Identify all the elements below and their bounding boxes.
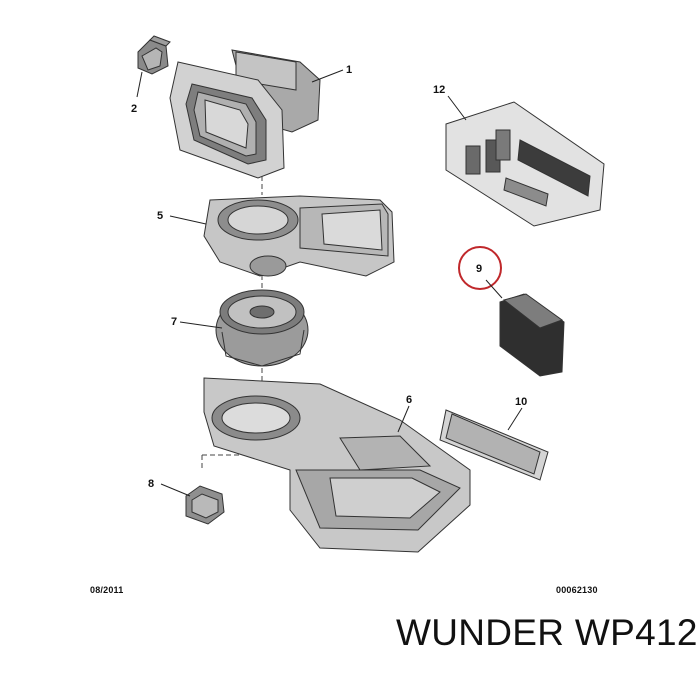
callout-5: 5 [157, 210, 163, 222]
part-5-blower-upper-housing [203, 195, 395, 277]
callout-1: 1 [346, 64, 352, 76]
part-1-intake-housing [169, 49, 321, 179]
exploded-parts-diagram: 1 2 12 5 9 7 6 10 8 [131, 35, 605, 553]
callout-8: 8 [148, 478, 154, 490]
part-10-filter-cover [439, 409, 549, 481]
part-8-resistor [185, 485, 225, 525]
part-6-lower-housing [203, 377, 471, 553]
callout-9: 9 [476, 263, 482, 275]
part-12-filter-kit [445, 101, 605, 227]
callout-12: 12 [433, 84, 445, 96]
leader-lines [136, 69, 523, 497]
part-2-connector [137, 35, 171, 75]
callout-7: 7 [171, 316, 177, 328]
reference-code: 00062130 [556, 585, 598, 595]
callout-2: 2 [131, 103, 137, 115]
part-7-blower-motor [215, 289, 309, 367]
brand-part-number: WUNDER WP412 [396, 612, 698, 653]
date-code: 08/2011 [90, 585, 124, 595]
highlight-circle [458, 246, 502, 290]
callout-6: 6 [406, 394, 412, 406]
part-9-cabin-filter [499, 293, 565, 377]
callout-10: 10 [515, 396, 527, 408]
